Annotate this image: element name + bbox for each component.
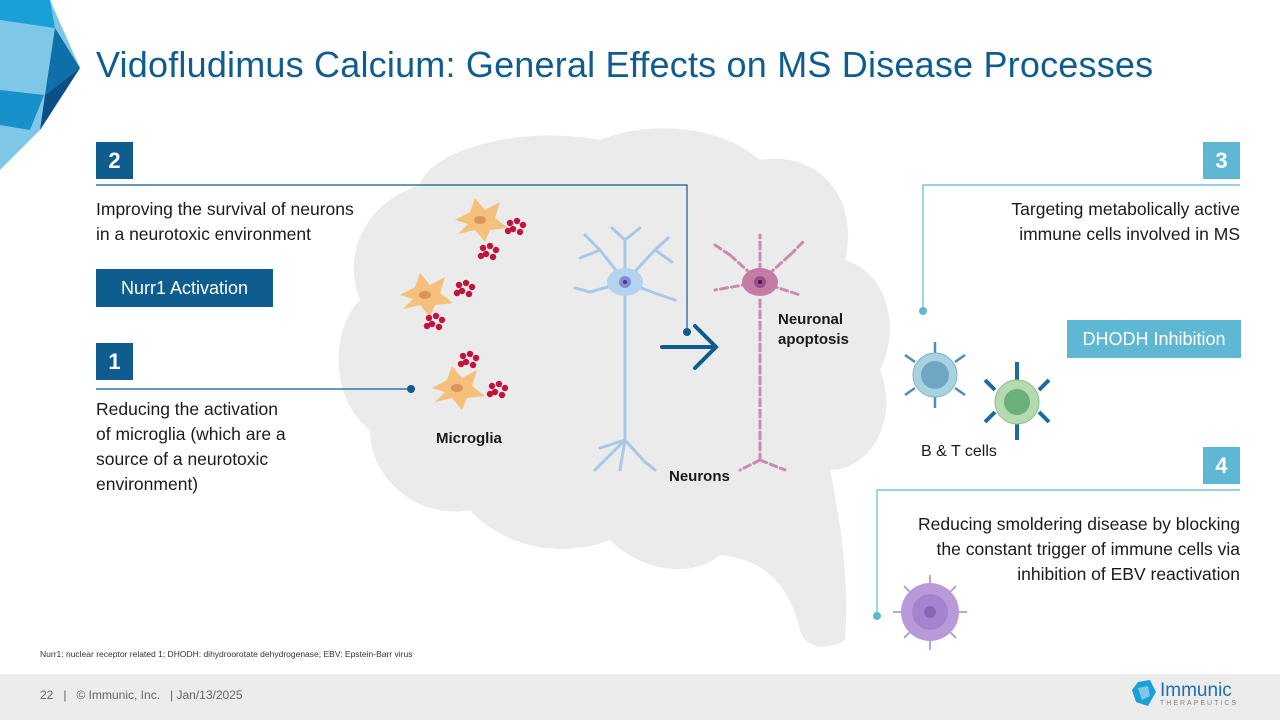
connector-line-2 xyxy=(96,184,688,332)
point-2-text: Improving the survival of neurons in a n… xyxy=(96,199,354,244)
connector-dot-2 xyxy=(683,328,691,336)
point-1-text: Reducing the activation of microglia (wh… xyxy=(96,399,286,494)
corner-logo-decoration xyxy=(0,0,80,170)
footnote: Nurr1: nuclear receptor related 1; DHODH… xyxy=(40,649,413,659)
healthy-neuron-icon xyxy=(573,226,677,472)
company-logo: Immunic THERAPEUTICS xyxy=(1132,680,1238,708)
point-4-number: 4 xyxy=(1203,447,1240,484)
arrow-right-icon xyxy=(660,324,719,370)
microglia-cell-icon xyxy=(400,198,508,410)
nurr1-activation-tag: Nurr1 Activation xyxy=(96,269,273,307)
immunic-logo-icon xyxy=(1132,680,1156,706)
apoptotic-neuron-icon xyxy=(713,233,807,472)
neurons-label: Neurons xyxy=(669,468,730,485)
point-2-number: 2 xyxy=(96,142,133,179)
b-cell-icon xyxy=(904,342,966,408)
logo-name: Immunic xyxy=(1160,680,1232,701)
connector-dot-1 xyxy=(407,385,415,393)
dhodh-inhibition-tag: DHODH Inhibition xyxy=(1067,320,1241,358)
cytokine-cluster-icon xyxy=(423,217,527,399)
brain-shape xyxy=(338,128,890,647)
connector-dot-4 xyxy=(873,612,881,620)
point-3-number: 3 xyxy=(1203,142,1240,179)
logo-subtitle: THERAPEUTICS xyxy=(1160,700,1239,707)
point-3-text: Targeting metabolically active immune ce… xyxy=(1011,199,1240,244)
connector-line-4 xyxy=(876,489,1240,616)
connector-line-3 xyxy=(922,184,1240,311)
copyright: © Immunic, Inc. xyxy=(76,688,161,702)
point-1-number: 1 xyxy=(96,343,133,380)
connector-dot-3 xyxy=(919,307,927,315)
page-number: 22 xyxy=(40,688,54,702)
footer-bar xyxy=(0,674,1280,720)
slide-title: Vidofludimus Calcium: General Effects on… xyxy=(96,44,1154,85)
microglia-label: Microglia xyxy=(436,430,502,447)
footer-text: 22 | © Immunic, Inc. | Jan/13/2025 xyxy=(40,688,243,702)
point-4-text: Reducing smoldering disease by blocking … xyxy=(918,514,1240,584)
ebv-virus-icon xyxy=(893,575,967,650)
footer-date: Jan/13/2025 xyxy=(176,688,243,702)
t-cell-icon xyxy=(983,362,1051,440)
bt-cells-label: B & T cells xyxy=(921,443,997,460)
neuronal-apoptosis-label: Neuronal apoptosis xyxy=(778,311,849,348)
